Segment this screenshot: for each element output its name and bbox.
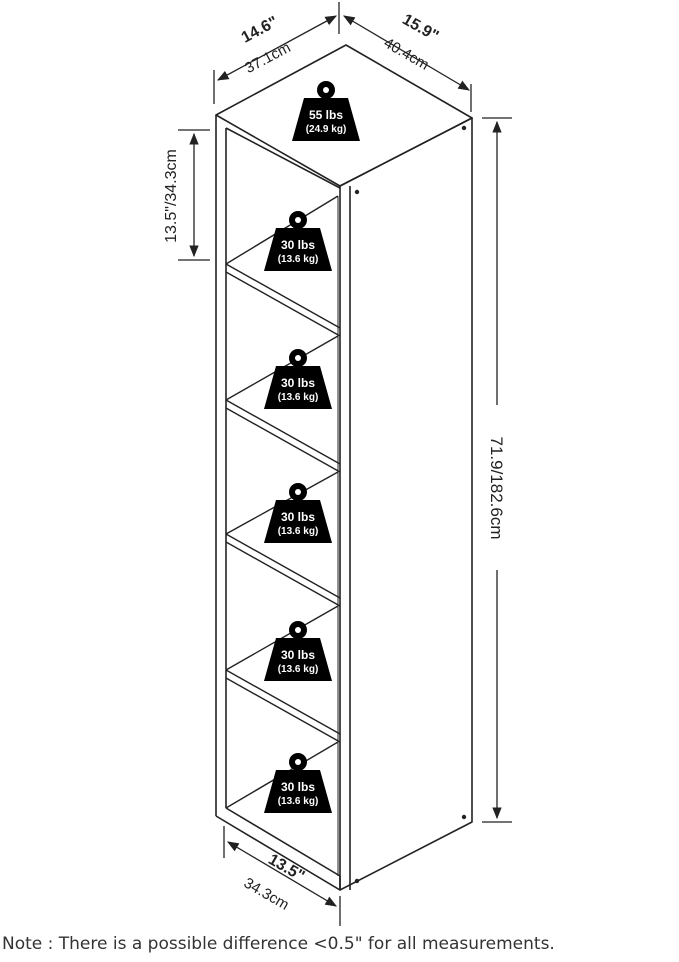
shelf-2 [225,399,341,465]
weight-icon: 30 lbs (13.6 kg) [264,211,332,271]
weight-lbs-label: 30 lbs [281,238,315,252]
shelf-1 [225,263,341,329]
total-height-label: 71.9/182.6cm [487,436,506,539]
weight-icon: 30 lbs (13.6 kg) [264,621,332,681]
width-dimension-line [342,15,471,91]
weight-kg-label: (13.6 kg) [278,796,319,807]
base-inch-label: 13.5" [265,851,307,885]
base-dimension-line [226,841,338,907]
weight-lbs-label: 30 lbs [281,648,315,662]
bookcase-outline [215,44,473,891]
weight-icons: 55 lbs (24.9 kg) 30 lbs (13.6 kg) 30 lbs (13.… [264,81,360,813]
weight-kg-label: (13.6 kg) [278,392,319,403]
weight-lbs-label: 30 lbs [281,376,315,390]
weight-kg-label: (13.6 kg) [278,526,319,537]
weight-icon: 30 lbs (13.6 kg) [264,483,332,543]
weight-icon: 55 lbs (24.9 kg) [292,81,360,141]
screw-dots [354,125,467,884]
depth-dimension-line [216,15,338,81]
weight-icon: 30 lbs (13.6 kg) [264,753,332,813]
shelf-height-label: 13.5"/34.3cm [163,149,180,243]
shelf-4 [225,669,341,735]
weight-kg-label: (13.6 kg) [278,254,319,265]
weight-lbs-label: 30 lbs [281,510,315,524]
weight-icon: 30 lbs (13.6 kg) [264,349,332,409]
measurement-note: Note : There is a possible difference <0… [2,934,555,954]
depth-inch-label: 14.6" [239,13,281,46]
width-cm-label: 40.4cm [381,34,432,73]
width-inch-label: 15.9" [399,11,441,45]
weight-kg-label: (13.6 kg) [278,664,319,675]
shelf-3 [225,533,341,599]
weight-kg-label: (24.9 kg) [306,124,347,135]
base-cm-label: 34.3cm [241,874,292,913]
weight-lbs-label: 55 lbs [309,108,343,122]
weight-lbs-label: 30 lbs [281,780,315,794]
side-panel [339,117,473,891]
